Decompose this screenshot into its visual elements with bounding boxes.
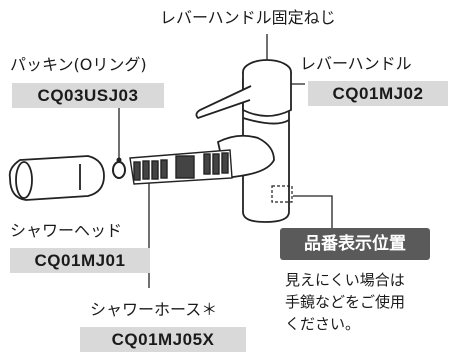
packing-label: パッキン(Oリング) <box>10 55 147 74</box>
faucet-body <box>195 59 293 223</box>
note-line-3: ください。 <box>285 315 361 333</box>
head-label: シャワーヘッド <box>10 221 123 240</box>
head-code: CQ01MJ01 <box>10 248 150 273</box>
leader-position <box>293 195 333 228</box>
lever-label: レバーハンドル <box>300 54 412 73</box>
note-line-2: 手鏡などをご使用 <box>285 293 406 311</box>
lever-screw-label: レバーハンドル固定ねじ <box>160 8 336 27</box>
lever-code: CQ01MJ02 <box>308 81 448 106</box>
shower-head-part <box>8 155 105 201</box>
packing-code: CQ03USJ03 <box>12 83 164 108</box>
o-ring-part <box>112 161 126 179</box>
hose-label: シャワーホース＊ <box>90 300 218 319</box>
position-label: 品番表示位置 <box>280 228 430 260</box>
note-line-1: 見えにくい場合は <box>285 271 405 289</box>
shower-hose-part <box>129 149 233 185</box>
hose-code: CQ01MJ05X <box>80 327 246 352</box>
